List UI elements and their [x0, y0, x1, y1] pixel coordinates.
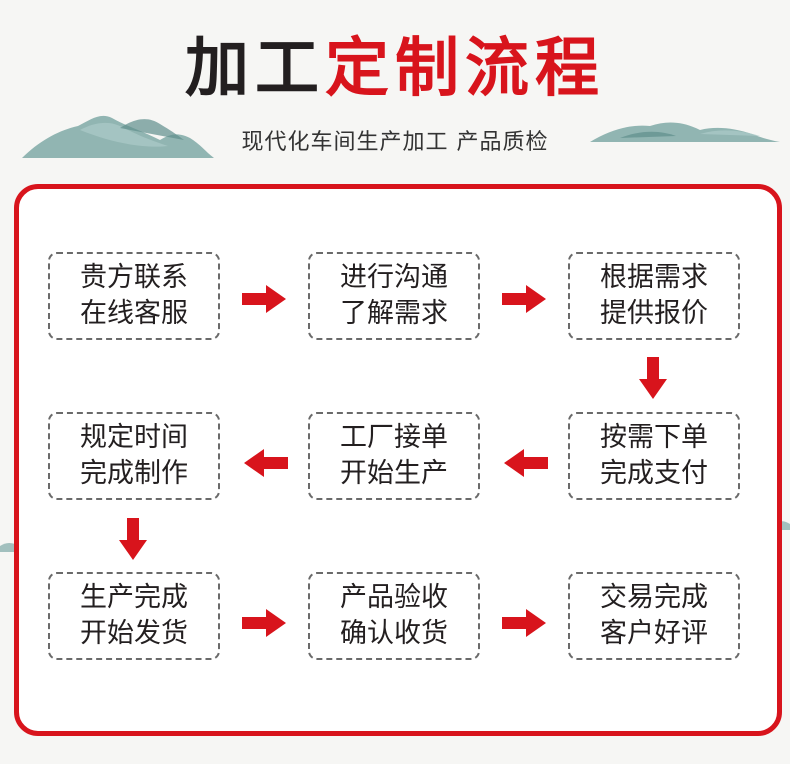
- step-line: 交易完成: [600, 582, 708, 613]
- title-red-part: 定制流程: [325, 31, 605, 106]
- step-complete-review: 交易完成 客户好评: [568, 572, 740, 660]
- step-line: 工厂接单: [340, 422, 448, 453]
- step-line: 规定时间: [80, 422, 188, 453]
- step-line: 根据需求: [600, 262, 708, 293]
- arrow-left-icon: [504, 449, 548, 477]
- arrow-right-icon: [502, 609, 546, 637]
- arrow-down-icon: [119, 518, 147, 560]
- step-order-pay: 按需下单 完成支付: [568, 412, 740, 500]
- step-line: 确认收货: [340, 618, 448, 649]
- step-line: 客户好评: [600, 618, 708, 649]
- step-line: 进行沟通: [340, 262, 448, 293]
- page-title: 加工定制流程: [0, 26, 790, 112]
- step-line: 贵方联系: [80, 262, 188, 293]
- title-dark-part: 加工: [185, 31, 325, 106]
- arrow-right-icon: [242, 285, 286, 313]
- arrow-left-icon: [244, 449, 288, 477]
- step-line: 完成支付: [600, 458, 708, 489]
- step-line: 完成制作: [80, 458, 188, 489]
- step-line: 开始生产: [340, 458, 448, 489]
- step-communicate: 进行沟通 了解需求: [308, 252, 480, 340]
- step-line: 按需下单: [600, 422, 708, 453]
- step-line: 提供报价: [600, 298, 708, 329]
- mountain-decoration-icon: [22, 115, 780, 158]
- step-line: 开始发货: [80, 618, 188, 649]
- step-line: 产品验收: [340, 582, 448, 613]
- arrow-right-icon: [502, 285, 546, 313]
- step-contact-service: 贵方联系 在线客服: [48, 252, 220, 340]
- step-finish-making: 规定时间 完成制作: [48, 412, 220, 500]
- step-start-production: 工厂接单 开始生产: [308, 412, 480, 500]
- arrow-right-icon: [242, 609, 286, 637]
- step-ship: 生产完成 开始发货: [48, 572, 220, 660]
- step-line: 在线客服: [80, 298, 188, 329]
- step-line: 了解需求: [340, 298, 448, 329]
- page-subtitle: 现代化车间生产加工 产品质检: [241, 130, 549, 155]
- step-quote: 根据需求 提供报价: [568, 252, 740, 340]
- step-line: 生产完成: [80, 582, 188, 613]
- arrow-down-icon: [639, 357, 667, 399]
- step-inspect-receive: 产品验收 确认收货: [308, 572, 480, 660]
